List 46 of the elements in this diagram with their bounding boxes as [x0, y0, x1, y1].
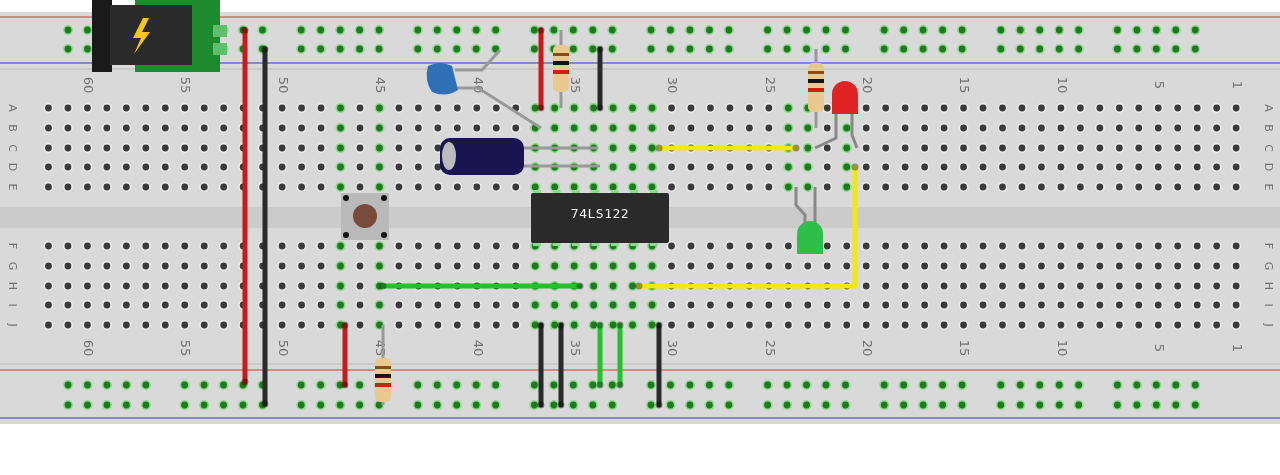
row-letter: A	[1262, 104, 1274, 112]
row-letter: H	[6, 281, 18, 291]
row-letter: D	[1262, 162, 1274, 172]
column-number: 10	[1055, 339, 1069, 357]
column-number: 5	[1152, 80, 1166, 90]
row-letter: D	[6, 162, 18, 172]
row-letter: C	[1262, 144, 1274, 152]
row-letter: E	[1262, 183, 1274, 191]
row-letter: G	[6, 261, 18, 271]
row-letter: B	[1262, 124, 1274, 132]
column-number: 50	[276, 76, 290, 94]
row-letter: H	[1262, 281, 1274, 291]
column-number: 60	[81, 339, 95, 357]
column-number: 40	[471, 339, 485, 357]
column-number: 25	[763, 76, 777, 94]
column-number: 5	[1152, 343, 1166, 353]
row-letter: J	[6, 323, 18, 327]
row-letter: I	[1262, 303, 1274, 307]
row-letter: A	[6, 104, 18, 112]
row-letter: B	[6, 124, 18, 132]
column-number: 15	[957, 76, 971, 94]
row-letter: J	[1262, 323, 1274, 327]
row-letter: F	[1262, 242, 1274, 250]
column-number: 20	[860, 339, 874, 357]
column-number: 25	[763, 339, 777, 357]
column-number: 55	[178, 339, 192, 357]
column-number: 30	[665, 76, 679, 94]
column-number: 35	[568, 76, 582, 94]
column-number: 1	[1230, 343, 1244, 353]
column-number: 15	[957, 339, 971, 357]
column-number: 20	[860, 76, 874, 94]
row-letter: G	[1262, 261, 1274, 271]
row-letter: F	[6, 242, 18, 250]
column-number: 55	[178, 76, 192, 94]
column-number: 60	[81, 76, 95, 94]
row-letter: I	[6, 303, 18, 307]
column-number: 50	[276, 339, 290, 357]
column-number: 45	[373, 76, 387, 94]
column-number: 35	[568, 339, 582, 357]
column-number: 10	[1055, 76, 1069, 94]
ic-chip	[531, 193, 669, 243]
row-letter: E	[6, 183, 18, 191]
row-letter: C	[6, 144, 18, 152]
chip-label: 74LS122	[570, 205, 630, 221]
column-number: 30	[665, 339, 679, 357]
column-number: 1	[1230, 80, 1244, 90]
